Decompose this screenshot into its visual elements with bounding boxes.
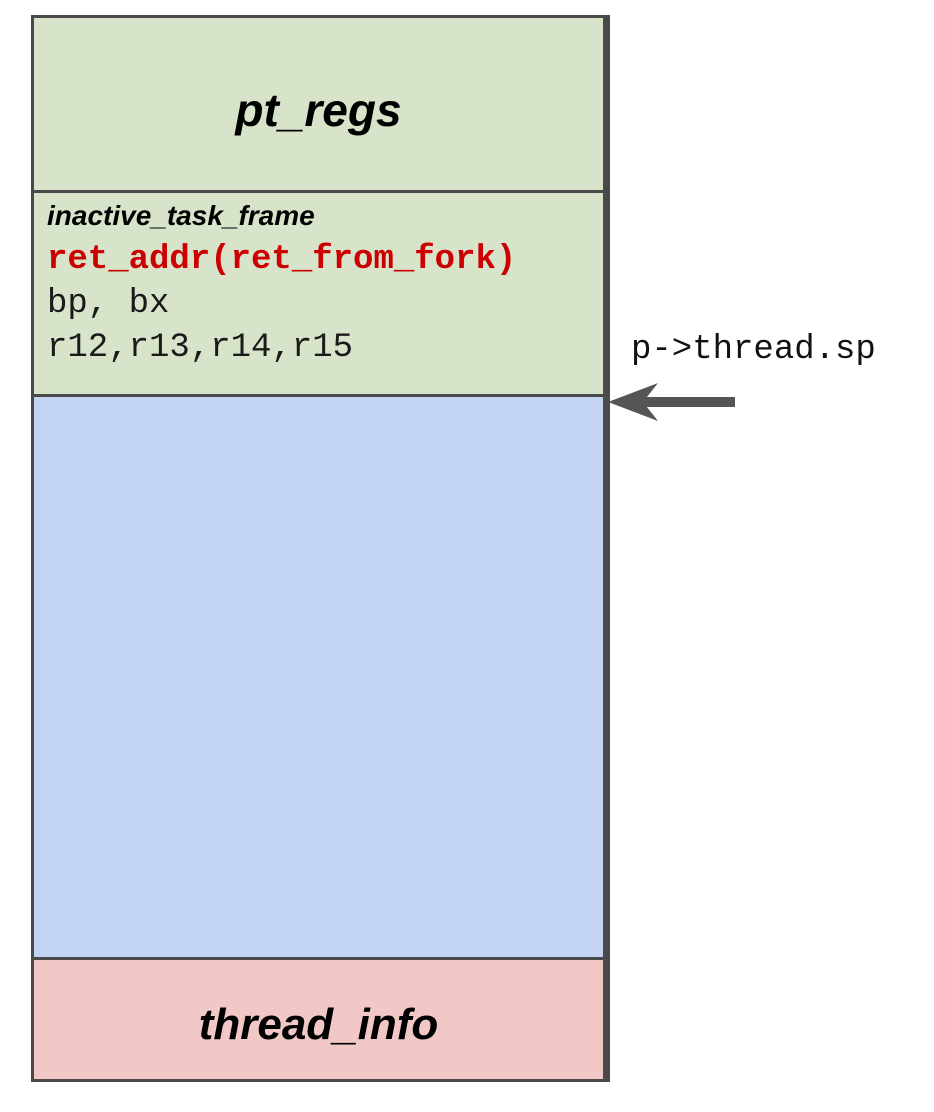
pt-regs-label: pt_regs — [235, 84, 402, 136]
inactive-task-frame-label: inactive_task_frame — [47, 200, 315, 231]
bp-bx-label: bp, bx — [47, 285, 170, 323]
saved-regs-label: r12,r13,r14,r15 — [47, 329, 354, 367]
thread-sp-label: p->thread.sp — [631, 331, 876, 369]
thread-sp-arrow-icon — [608, 383, 735, 421]
section-thread-info: thread_info — [34, 960, 603, 1079]
ret-addr-label: ret_addr(ret_from_fork) — [47, 241, 517, 279]
section-inactive-task-frame: inactive_task_frame ret_addr(ret_from_fo… — [34, 193, 603, 397]
section-free-stack — [34, 397, 603, 960]
thread-info-label: thread_info — [198, 999, 439, 1049]
stack-box: pt_regs inactive_task_frame ret_addr(ret… — [31, 15, 610, 1082]
section-pt-regs: pt_regs — [34, 18, 603, 193]
